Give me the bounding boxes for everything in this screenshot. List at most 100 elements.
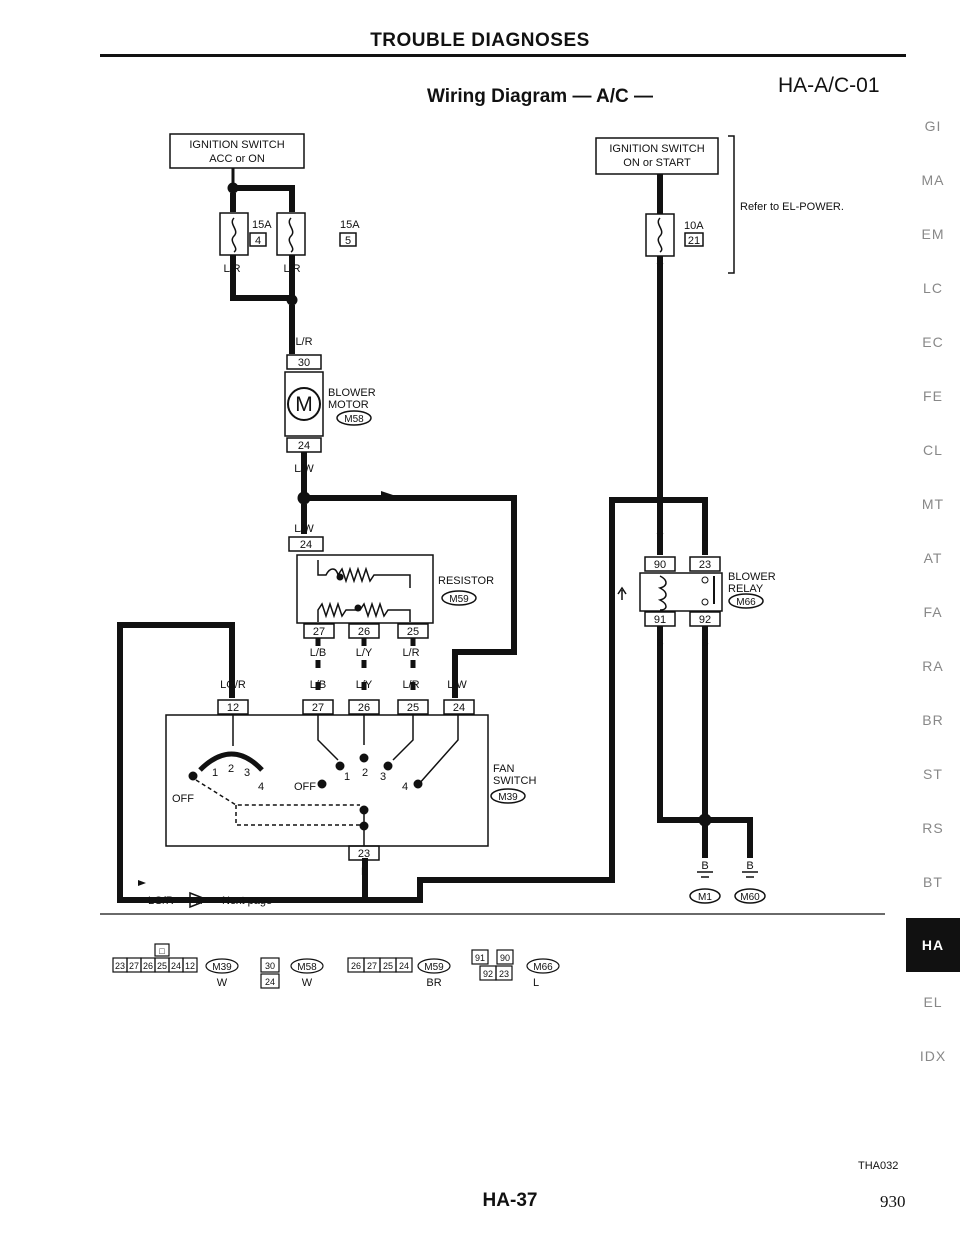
resistor-box (296, 554, 434, 624)
ignition-switch-2-mode: ON or START (623, 157, 691, 169)
wire-label: L/B (310, 679, 327, 691)
wire-label: B (701, 637, 708, 649)
pin-label: 24 (453, 702, 465, 714)
legend-pin: 91 (475, 953, 485, 963)
fuse-b-num: 5 (345, 235, 351, 247)
legend-connector: M59 (424, 962, 444, 973)
blower-relay-box (639, 572, 723, 612)
section-tab-idx[interactable]: IDX (919, 1048, 947, 1064)
blower-motor-symbol (287, 387, 321, 421)
wire-label: B (746, 860, 753, 872)
switch-off-label: OFF (172, 793, 194, 805)
switch-position: 1 (212, 767, 218, 779)
fan-switch-box (165, 714, 489, 847)
next-page-arrow (189, 891, 211, 909)
legend-color: L (533, 977, 539, 989)
legend-pin: 12 (185, 961, 195, 971)
wire-label: L (702, 532, 708, 544)
ignition-switch-1-mode: ACC or ON (209, 153, 265, 165)
legend-color: BR (426, 977, 441, 989)
section-tab-ha[interactable]: HA (906, 918, 960, 972)
blower-motor-label: MOTOR (328, 399, 369, 411)
section-tab-gi[interactable]: GI (924, 118, 942, 134)
connector-label: M58 (344, 414, 364, 425)
header-rule (100, 54, 906, 57)
section-tab-ra[interactable]: RA (922, 658, 944, 674)
section-tab-br[interactable]: BR (922, 712, 944, 728)
section-tab-rs[interactable]: RS (922, 820, 944, 836)
blower-motor-label: BLOWER (328, 387, 376, 399)
switch-position: 2 (228, 763, 234, 775)
relay-label: RELAY (728, 583, 764, 595)
section-tab-cl[interactable]: CL (923, 442, 943, 458)
pin-label: 25 (407, 626, 419, 638)
section-tab-at[interactable]: AT (923, 550, 943, 566)
fuse-a-num: 4 (255, 235, 261, 247)
wire-label: L/R (402, 679, 419, 691)
section-tab-lc[interactable]: LC (923, 280, 943, 296)
wire-label: B (656, 637, 663, 649)
switch-off-label: OFF (294, 781, 316, 793)
pin-label: 92 (699, 614, 711, 626)
wire-label: L/W (447, 679, 467, 691)
ignition-switch-1-box (169, 133, 305, 169)
wire-label: Y (656, 262, 664, 274)
wire-label: L/R (283, 263, 300, 275)
wire-label: Y (656, 532, 664, 544)
pin-label: 26 (358, 626, 370, 638)
diagram-title: Wiring Diagram — A/C — (426, 86, 654, 107)
section-tab-st[interactable]: ST (923, 766, 943, 782)
fan-switch-label: FAN (493, 763, 514, 775)
legend-pin: 23 (499, 969, 509, 979)
page-label: HA-37 (482, 1190, 538, 1211)
wire-label: L/W (294, 463, 314, 475)
switch-position: 3 (244, 767, 250, 779)
connector-label: M59 (449, 594, 469, 605)
wire-label: L/Y (356, 679, 373, 691)
section-tab-ma[interactable]: MA (921, 172, 945, 188)
switch-position: 3 (380, 771, 386, 783)
motor-symbol: M (295, 393, 313, 416)
wire-label: L/R (223, 263, 240, 275)
pin-label: 27 (313, 626, 325, 638)
section-tab-em[interactable]: EM (921, 226, 945, 242)
section-tab-mt[interactable]: MT (921, 496, 945, 512)
fuse-c-amps: 10A (684, 220, 704, 232)
wire-label: LG/R (220, 679, 246, 691)
legend-pin: 24 (399, 961, 409, 971)
wire-label: L/W (294, 523, 314, 535)
legend-pin: 24 (265, 977, 275, 987)
wire-label: L/R (402, 647, 419, 659)
ignition-switch-1-label: IGNITION SWITCH (189, 139, 284, 151)
resistor-label: RESISTOR (438, 575, 494, 587)
pin-label: 23 (358, 848, 370, 860)
fuse-a-amps: 15A (252, 219, 272, 231)
section-tab-el[interactable]: EL (923, 994, 943, 1010)
legend-pin: 27 (367, 961, 377, 971)
section-tab-fe[interactable]: FE (923, 388, 943, 404)
pin-label: 24 (298, 440, 310, 452)
section-tab-ec[interactable]: EC (922, 334, 944, 350)
section-tab-bt[interactable]: BT (923, 874, 943, 890)
pin-label: 30 (298, 357, 310, 369)
wire-label: L/R (295, 336, 312, 348)
pin-label: 12 (227, 702, 239, 714)
legend-pin: 25 (383, 961, 393, 971)
blower-motor-body (284, 371, 324, 437)
ground-label: M1 (698, 892, 712, 903)
ignition-switch-2-label: IGNITION SWITCH (609, 143, 704, 155)
relay-label: BLOWER (728, 571, 776, 583)
legend-color: W (217, 977, 228, 989)
legend-connector: M39 (212, 962, 232, 973)
legend-pin: 90 (500, 953, 510, 963)
pin-label: 26 (358, 702, 370, 714)
pin-label: 91 (654, 614, 666, 626)
fan-switch-label: SWITCH (493, 775, 536, 787)
wire-label: LG/R (148, 895, 174, 907)
legend-connector: M58 (297, 962, 317, 973)
pin-label: 27 (312, 702, 324, 714)
section-tab-fa[interactable]: FA (923, 604, 943, 620)
fuse-15a-4 (219, 212, 249, 256)
legend-pin: 25 (157, 961, 167, 971)
